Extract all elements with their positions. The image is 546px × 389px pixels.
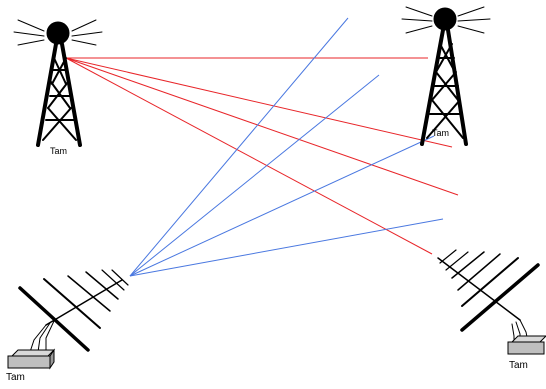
yagi-antenna-icon — [18, 269, 129, 353]
tower-left-label: Tam — [50, 146, 68, 156]
blue-signal-links — [129, 17, 444, 277]
receiver-box-icon — [7, 348, 56, 370]
blue-link — [129, 135, 435, 277]
red-link — [65, 57, 459, 196]
broadcast-tower-icon — [401, 6, 491, 146]
broadcast-tower-icon — [13, 19, 103, 147]
tower-right-label: Tam — [432, 128, 450, 138]
receiver-box-icon — [507, 335, 546, 355]
blue-link — [129, 74, 380, 277]
yagi-antenna-icon — [437, 249, 540, 343]
red-link — [65, 57, 433, 255]
antenna-right-label: Tam — [509, 360, 528, 371]
blue-link — [129, 17, 349, 277]
antenna-left-label: Tam — [6, 372, 25, 383]
red-signal-links — [65, 57, 459, 255]
blue-link — [129, 218, 444, 277]
red-link — [65, 57, 453, 148]
